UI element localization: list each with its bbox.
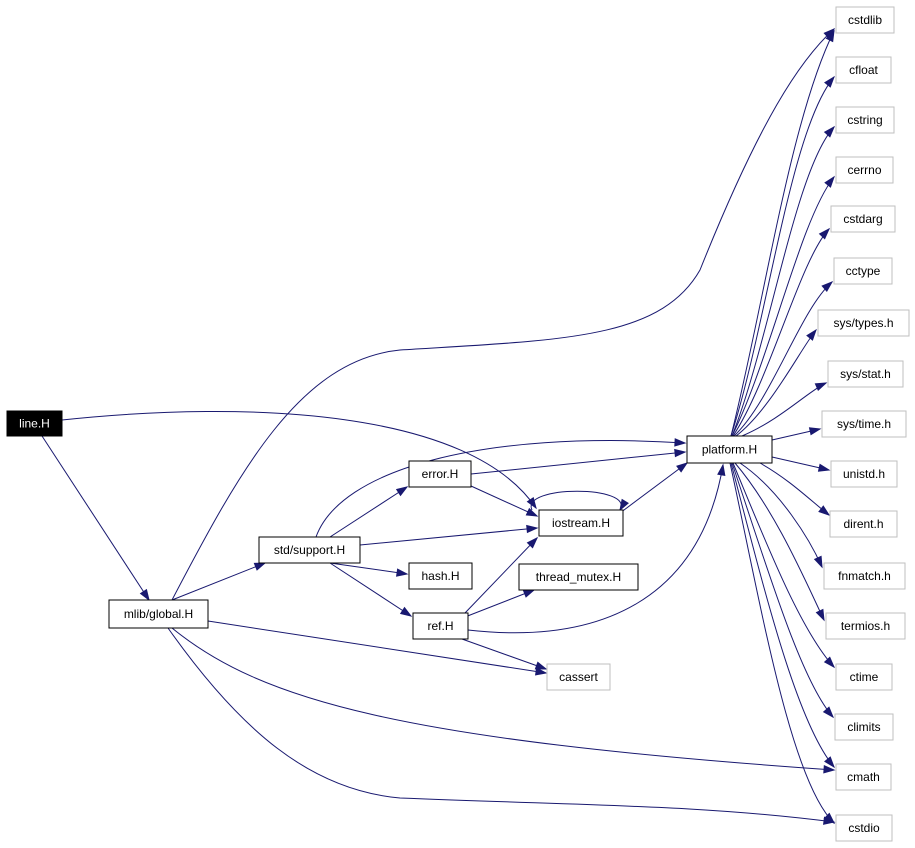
node-sys-stat-h[interactable]: sys/stat.h bbox=[827, 360, 904, 388]
edge-platform-h-to-sys-types-h bbox=[735, 328, 817, 437]
node-hash-h[interactable]: hash.H bbox=[408, 562, 473, 590]
node-label-thread-mutex-h: thread_mutex.H bbox=[536, 570, 621, 584]
node-label-ref-h: ref.H bbox=[427, 619, 453, 633]
node-label-unistd-h: unistd.h bbox=[843, 467, 885, 481]
edge-platform-h-to-cstdarg bbox=[732, 227, 831, 437]
nodes-layer: line.H mlib/global.H std/support.H error.H h… bbox=[6, 6, 910, 842]
edge-platform-h-to-cstring bbox=[731, 125, 836, 437]
edge-platform-h-to-sys-stat-h bbox=[741, 382, 828, 437]
edge-error-h-to-iostream-h bbox=[470, 485, 539, 517]
node-label-hash-h: hash.H bbox=[421, 569, 459, 583]
edge-platform-h-to-termios-h bbox=[734, 462, 825, 622]
node-line-h[interactable]: line.H bbox=[6, 410, 63, 437]
edge-iostream-h-to-platform-h bbox=[619, 462, 689, 514]
node-dirent-h[interactable]: dirent.h bbox=[829, 510, 898, 538]
edge-std-support-h-to-platform-h bbox=[315, 438, 687, 538]
edge-platform-h-to-cstdlib bbox=[730, 29, 835, 437]
node-label-cassert: cassert bbox=[559, 670, 598, 684]
edge-std-support-h-to-ref-h bbox=[329, 562, 413, 617]
node-label-cerrno: cerrno bbox=[847, 163, 881, 177]
edge-mlib-global-h-to-cmath bbox=[171, 627, 836, 774]
node-label-termios-h: termios.h bbox=[841, 619, 890, 633]
node-thread-mutex-h[interactable]: thread_mutex.H bbox=[518, 563, 639, 591]
edge-ref-h-to-iostream-h bbox=[464, 536, 539, 614]
edge-std-support-h-to-hash-h bbox=[329, 562, 409, 577]
node-label-sys-time-h: sys/time.h bbox=[837, 417, 891, 431]
node-label-line-h: line.H bbox=[19, 417, 50, 431]
edge-ref-h-to-cassert bbox=[461, 638, 548, 670]
node-sys-types-h[interactable]: sys/types.h bbox=[817, 309, 910, 337]
edge-platform-h-to-cfloat bbox=[730, 75, 835, 437]
node-termios-h[interactable]: termios.h bbox=[825, 612, 906, 640]
edge-iostream-h-to-iostream-h bbox=[530, 490, 629, 512]
node-label-cstdlib: cstdlib bbox=[848, 13, 882, 27]
node-iostream-h[interactable]: iostream.H bbox=[538, 509, 624, 537]
edge-error-h-to-platform-h bbox=[470, 448, 687, 475]
edge-platform-h-to-ctime bbox=[732, 462, 836, 669]
node-label-fnmatch-h: fnmatch.h bbox=[838, 569, 891, 583]
node-label-sys-stat-h: sys/stat.h bbox=[840, 367, 891, 381]
node-cerrno[interactable]: cerrno bbox=[835, 156, 894, 184]
node-label-error-h: error.H bbox=[422, 467, 459, 481]
edge-platform-h-to-cmath bbox=[730, 462, 835, 769]
edge-platform-h-to-cerrno bbox=[731, 175, 835, 437]
edge-ref-h-to-platform-h bbox=[467, 463, 726, 634]
edge-std-support-h-to-error-h bbox=[329, 486, 409, 538]
node-label-ctime: ctime bbox=[850, 670, 879, 684]
node-label-cctype: cctype bbox=[846, 264, 881, 278]
node-unistd-h[interactable]: unistd.h bbox=[830, 460, 898, 488]
node-label-cmath: cmath bbox=[847, 770, 880, 784]
node-cstdarg[interactable]: cstdarg bbox=[830, 205, 896, 233]
node-cstdio[interactable]: cstdio bbox=[835, 814, 893, 842]
node-label-cstring: cstring bbox=[847, 113, 882, 127]
node-label-cfloat: cfloat bbox=[849, 63, 878, 77]
node-label-mlib-global-h: mlib/global.H bbox=[124, 607, 193, 621]
node-label-sys-types-h: sys/types.h bbox=[833, 316, 893, 330]
edge-platform-h-to-cctype bbox=[733, 280, 834, 437]
edge-platform-h-to-climits bbox=[731, 462, 834, 719]
edge-mlib-global-h-to-std-support-h bbox=[171, 562, 267, 601]
node-mlib-global-h[interactable]: mlib/global.H bbox=[108, 599, 209, 629]
node-climits[interactable]: climits bbox=[834, 713, 894, 741]
node-cstdlib[interactable]: cstdlib bbox=[835, 6, 895, 34]
edge-mlib-global-h-to-cstdlib bbox=[171, 27, 836, 601]
edges-layer bbox=[41, 27, 836, 825]
node-std-support-h[interactable]: std/support.H bbox=[258, 536, 361, 564]
edge-platform-h-to-fnmatch-h bbox=[739, 462, 823, 569]
edge-ref-h-to-thread-mutex-h bbox=[464, 589, 536, 618]
node-cmath[interactable]: cmath bbox=[835, 763, 892, 791]
edge-platform-h-to-cstdio bbox=[729, 462, 836, 825]
edge-platform-h-to-unistd-h bbox=[771, 456, 831, 472]
edge-mlib-global-h-to-cassert bbox=[207, 620, 548, 676]
node-platform-h[interactable]: platform.H bbox=[686, 435, 773, 464]
node-ref-h[interactable]: ref.H bbox=[412, 612, 469, 640]
node-cassert[interactable]: cassert bbox=[546, 663, 611, 691]
node-fnmatch-h[interactable]: fnmatch.h bbox=[823, 562, 906, 590]
node-label-platform-h: platform.H bbox=[702, 443, 757, 457]
node-sys-time-h[interactable]: sys/time.h bbox=[821, 410, 907, 438]
node-label-std-support-h: std/support.H bbox=[274, 543, 345, 557]
edge-platform-h-to-dirent-h bbox=[759, 462, 831, 516]
node-label-climits: climits bbox=[847, 720, 880, 734]
edge-std-support-h-to-iostream-h bbox=[359, 524, 539, 546]
edge-mlib-global-h-to-cstdio bbox=[167, 627, 836, 825]
node-label-dirent-h: dirent.h bbox=[843, 517, 883, 531]
node-cstring[interactable]: cstring bbox=[835, 106, 895, 134]
node-cfloat[interactable]: cfloat bbox=[835, 56, 892, 84]
node-cctype[interactable]: cctype bbox=[833, 257, 893, 285]
edge-line-h-to-mlib-global-h bbox=[41, 435, 150, 602]
node-ctime[interactable]: ctime bbox=[835, 663, 893, 691]
node-label-cstdarg: cstdarg bbox=[843, 212, 882, 226]
node-label-iostream-h: iostream.H bbox=[552, 516, 610, 530]
node-label-cstdio: cstdio bbox=[848, 821, 880, 835]
edge-line-h-to-iostream-h bbox=[61, 411, 537, 510]
edge-platform-h-to-sys-time-h bbox=[771, 427, 822, 441]
node-error-h[interactable]: error.H bbox=[408, 460, 472, 488]
